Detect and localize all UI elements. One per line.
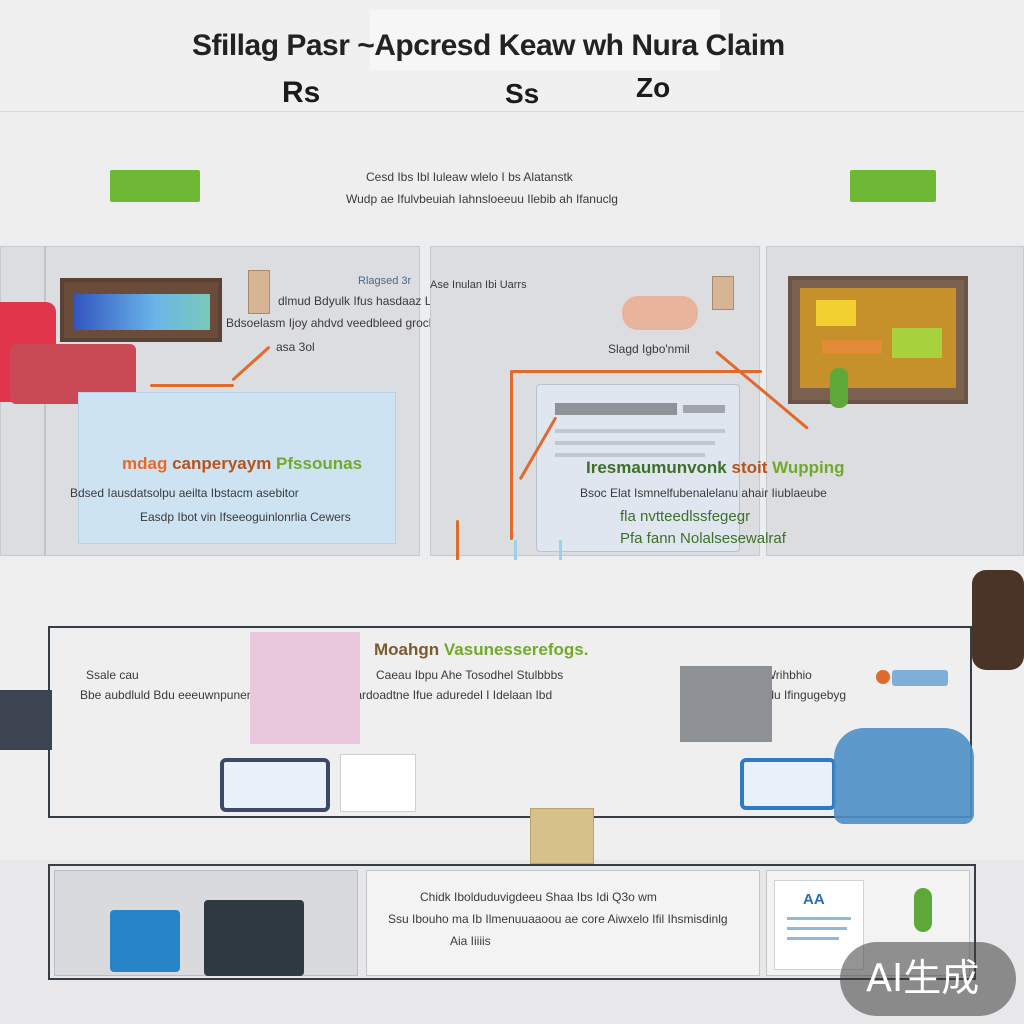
top-band-inner bbox=[370, 10, 720, 70]
green-button-right[interactable] bbox=[850, 170, 936, 202]
ai-watermark-badge bbox=[840, 942, 1016, 1016]
tablet-left bbox=[220, 758, 330, 812]
tablet-right bbox=[740, 758, 836, 810]
person-right bbox=[972, 570, 1024, 670]
top-left-card-title: mdag canperyaym Pfssounas bbox=[122, 454, 422, 474]
subtitle-left: Rs bbox=[282, 76, 321, 109]
top-right-caption: Slagd Igbo'nmil bbox=[608, 342, 690, 356]
connector-h-2 bbox=[512, 370, 762, 373]
top-left-card-line-2: Easdp Ibot vin Ifseeoguinlonrlia Cewers bbox=[140, 510, 351, 524]
illustration-peach bbox=[622, 296, 698, 330]
card-title-part-orange-right: Iresmaumunvonk bbox=[586, 458, 727, 477]
middle-title: Moahgn Vasunesserefogs. bbox=[374, 640, 674, 660]
green-leaf-icon bbox=[914, 888, 932, 932]
illustration-pink-panel bbox=[250, 632, 360, 744]
page-title: Sfillag Pasr ~Apcresd Keaw wh Nura Claim bbox=[192, 29, 785, 62]
top-left-label: Rlagsed 3r bbox=[358, 275, 412, 287]
bottom-card-center[interactable] bbox=[366, 870, 760, 976]
subtitle-right: Zo bbox=[636, 72, 671, 103]
top-right-card-line-3: Pfa fann Nolalsesewalraf bbox=[620, 530, 786, 547]
dark-box-icon bbox=[204, 900, 304, 976]
illustration-blue-figure bbox=[834, 728, 974, 824]
ai-watermark-text: AI生成 bbox=[866, 956, 980, 1000]
bottom-line-3: Aia Iiiiis bbox=[450, 934, 491, 948]
intro-line-1: Cesd Ibs Ibl Iuleaw wlelo I bs Alatanstk bbox=[366, 170, 573, 184]
top-right-card-line-1: Bsoc Elat Ismnelfubenalelanu ahair Iiubl… bbox=[580, 486, 827, 500]
document-heading: AA bbox=[803, 891, 825, 908]
bottom-frame bbox=[48, 864, 976, 980]
middle-center-line-1: Caeau Ibpu Ahe Tosodhel Stulbbbs bbox=[376, 668, 564, 682]
card-title-part-orange: mdag bbox=[122, 454, 168, 473]
card-title-part-green-right: Wupping bbox=[772, 458, 845, 477]
bottom-line-1: Chidk Ibolduduvigdeeu Shaa Ibs Idi Q3o w… bbox=[420, 890, 657, 904]
subtitle-mid: Ss bbox=[505, 78, 540, 109]
card-title-part-brown-right: stoit bbox=[731, 458, 768, 477]
connector-v-2 bbox=[510, 370, 513, 540]
blue-box-icon bbox=[110, 910, 180, 972]
orange-dot-icon bbox=[876, 670, 890, 684]
top-left-caption: asa 3ol bbox=[276, 340, 315, 354]
top-right-card-line-2: fla nvtteedlssfegegr bbox=[620, 508, 751, 525]
middle-center-line-2: Oardoadtne Ifue aduredel I Idelaan Ibd bbox=[346, 688, 553, 702]
green-button-left[interactable] bbox=[110, 170, 200, 202]
lamp-icon-right bbox=[712, 276, 734, 310]
middle-left-line-1: Ssale cau bbox=[86, 668, 139, 682]
books-stack bbox=[530, 808, 594, 864]
top-right-line-top: Ase Inulan Ibi Uarrs bbox=[430, 279, 527, 291]
top-left-card[interactable] bbox=[78, 392, 396, 544]
top-right-card-title: Iresmaumunvonk stoit Wupping bbox=[586, 458, 946, 478]
card-title-part-brown: canperyaym bbox=[172, 454, 272, 473]
top-left-card-line-1: Bdsed Iausdatsolpu aeilta Ibstacm asebit… bbox=[70, 486, 299, 500]
device-left-edge bbox=[0, 690, 52, 750]
middle-left-line-2: Bbe aubdluld Bdu eeeuwnpunenlie bbox=[80, 688, 266, 702]
illustration-grey-block bbox=[680, 666, 772, 742]
bottom-line-2: Ssu Ibouho ma Ib Ilmenuuaaoou ae core Ai… bbox=[388, 912, 728, 926]
toggle-bar[interactable] bbox=[892, 670, 948, 686]
middle-title-part-brown: Moahgn bbox=[374, 640, 440, 659]
card-title-part-green: Pfssounas bbox=[276, 454, 363, 473]
lamp-icon bbox=[248, 270, 270, 314]
intro-line-2: Wudp ae Ifulvbeuiah Iahnsloeeuu Ilebib a… bbox=[346, 192, 618, 206]
monitor-left bbox=[60, 278, 222, 342]
plant-icon bbox=[830, 368, 848, 408]
paper-left bbox=[340, 754, 416, 812]
connector-h-1 bbox=[150, 384, 234, 387]
monitor-right bbox=[788, 276, 968, 404]
middle-title-part-green: Vasunesserefogs. bbox=[443, 640, 589, 659]
document-window[interactable] bbox=[536, 384, 740, 552]
